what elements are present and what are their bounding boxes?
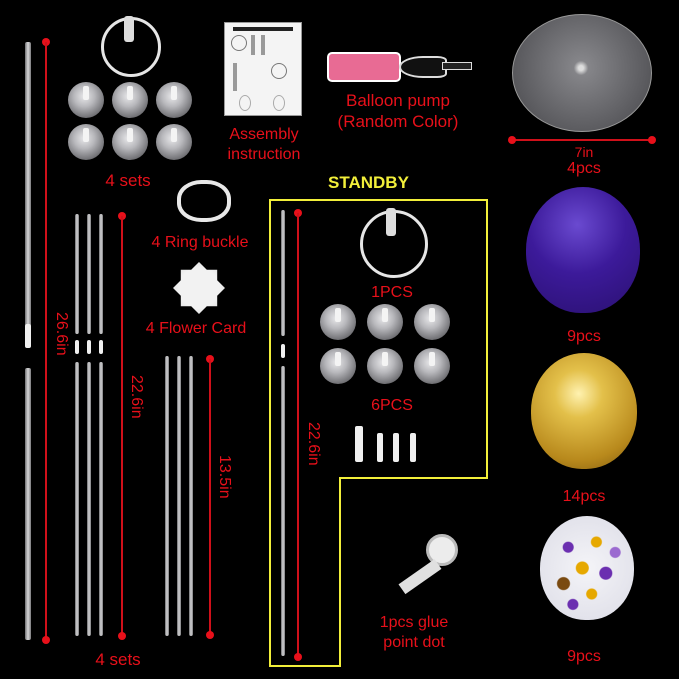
confetti-balloon-qty: 9pcs (567, 648, 601, 665)
rod-22-c-upper (99, 214, 103, 334)
rod-22-a-lower (75, 362, 79, 636)
standby-frame-step (339, 477, 486, 479)
standby-top-label: 1PCS (371, 284, 413, 301)
standby-frame-top (269, 199, 488, 479)
standby-frame-left-lower (269, 477, 271, 667)
rod-13-a (165, 356, 169, 636)
rod-long-length: 26.6in (53, 312, 70, 356)
rod-13-b (177, 356, 181, 636)
balloon-cup-icon (414, 348, 450, 384)
pump-label-line1: Balloon pump (346, 91, 450, 110)
rod-26-lower (25, 368, 31, 640)
gold-balloon-icon (531, 353, 637, 469)
measure-dot-bottom (42, 636, 50, 644)
base-size-label: 7in (574, 144, 594, 160)
balloon-cup-icon (367, 304, 403, 340)
balloon-pump-icon (327, 52, 401, 82)
cups-sets-label: 4 sets (105, 171, 151, 190)
balloon-cup-icon (320, 304, 356, 340)
rod-22-b-lower (87, 362, 91, 636)
rod-short-length: 13.5in (216, 455, 233, 499)
rod-22-a-upper (75, 214, 79, 334)
flower-card-label: 4 Flower Card (145, 320, 247, 337)
rods-sets-label: 4 sets (95, 650, 141, 669)
purple-balloon-icon (526, 187, 640, 313)
instruction-sheet-icon (224, 22, 302, 116)
rod-connector (410, 433, 416, 462)
assembly-label-line2: instruction (227, 146, 301, 163)
balloon-cup-icon (320, 348, 356, 384)
rod-mid-length: 22.6in (128, 375, 145, 419)
balloon-cup-icon (367, 348, 403, 384)
base-measure-line (512, 139, 652, 141)
pump-tip (442, 62, 472, 70)
ring-buckle-label: 4 Ring buckle (151, 234, 249, 251)
ring-buckle-icon (177, 180, 231, 222)
rod-22-c-lower (99, 362, 103, 636)
rod-connector (281, 344, 285, 358)
rod-connector (393, 433, 399, 462)
confetti-balloon-icon (540, 516, 634, 620)
measure-line-13 (209, 359, 211, 635)
glue-label-line2: point dot (383, 634, 445, 651)
balloon-cup-icon (156, 124, 192, 160)
standby-frame-bottom (269, 665, 341, 667)
measure-dot-bottom (118, 632, 126, 640)
rod-connector (99, 340, 103, 354)
balloon-cup-icon (112, 82, 148, 118)
balloon-cup-icon (112, 124, 148, 160)
standby-title: STANDBY (328, 173, 409, 192)
measure-dot-bottom (206, 631, 214, 639)
rod-26-upper (25, 42, 31, 326)
base-measure-dot-right (648, 136, 656, 144)
balloon-cup-icon (68, 82, 104, 118)
rod-connector (87, 340, 91, 354)
rod-connector (25, 324, 31, 348)
standby-rod-upper (281, 210, 285, 336)
standby-frame-inner (339, 477, 341, 667)
rod-13-c (189, 356, 193, 636)
rod-connector (75, 340, 79, 354)
gold-balloon-qty: 14pcs (562, 488, 606, 505)
base-measure-dot-left (508, 136, 516, 144)
standby-cups-label: 6PCS (371, 397, 413, 414)
measure-line-26 (45, 42, 47, 640)
measure-line-standby (297, 213, 299, 657)
measure-line-22 (121, 216, 123, 636)
standby-rod-length: 22.6in (305, 422, 322, 466)
flower-card-icon (173, 262, 225, 314)
balloon-cup-icon (68, 124, 104, 160)
glue-dot-tape (398, 559, 442, 595)
balloon-cup-icon (414, 304, 450, 340)
rod-connector (377, 433, 383, 462)
purple-balloon-qty: 9pcs (567, 328, 601, 345)
assembly-label-line1: Assembly (229, 126, 299, 143)
rod-22-b-upper (87, 214, 91, 334)
ring-stem (386, 208, 396, 236)
measure-dot-bottom (294, 653, 302, 661)
standby-rod-lower (281, 366, 285, 656)
pump-label-line2: (Random Color) (337, 112, 459, 131)
base-qty-label: 4pcs (567, 160, 601, 177)
round-base-plate-icon (512, 14, 652, 132)
glue-label-line1: 1pcs glue (379, 614, 449, 631)
pump-nozzle (399, 56, 447, 78)
ring-stem (124, 16, 134, 42)
rod-connector (355, 426, 363, 462)
balloon-cup-icon (156, 82, 192, 118)
